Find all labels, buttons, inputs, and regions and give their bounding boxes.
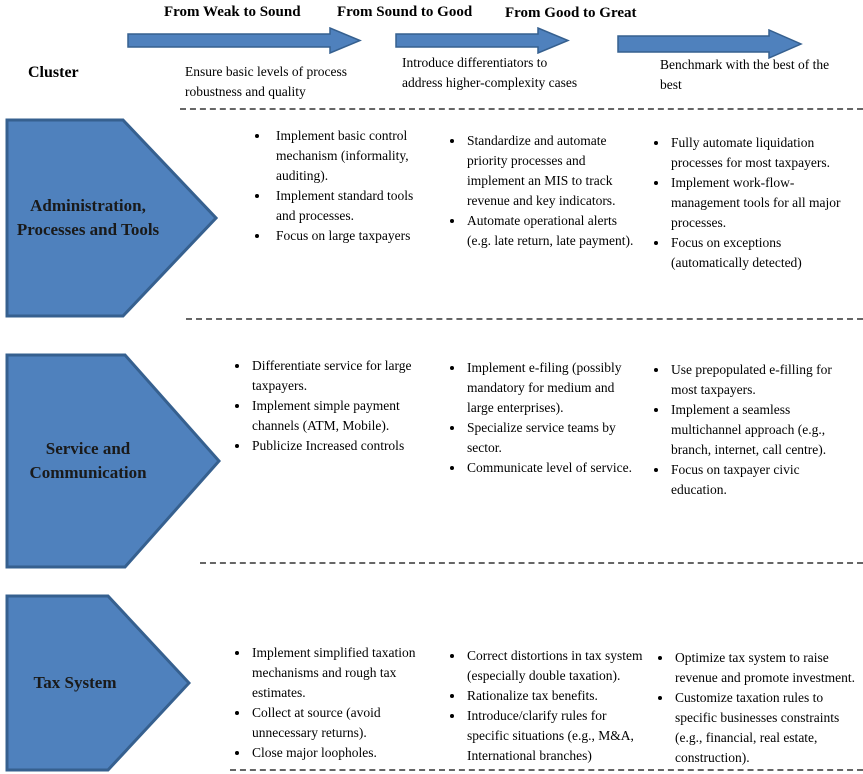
bullet-item: Communicate level of service. [465, 458, 634, 478]
phase-title-sound-to-good: From Sound to Good [337, 4, 473, 20]
bullet-list-admin-sound: Standardize and automate priority proces… [452, 131, 644, 251]
bullet-item: Differentiate service for large taxpayer… [250, 356, 419, 396]
bullet-list-admin-weak: Implement basic control mechanism (infor… [248, 126, 436, 246]
bullet-list-tax-weak: Implement simplified taxation mechanisms… [237, 643, 425, 763]
phase-description-good-to-great: Benchmark with the best of the best [660, 57, 830, 92]
right-arrow-icon [617, 29, 803, 59]
phase-description-sound-to-good: Introduce differentiators to address hig… [402, 55, 578, 90]
bullet-list-admin-good: Fully automate liquidation processes for… [656, 133, 854, 273]
right-arrow-icon [127, 27, 362, 54]
separator-line [186, 318, 863, 320]
cluster-arrow-administration: Administration, Processes and Tools [5, 118, 219, 318]
bullet-item: Optimize tax system to raise revenue and… [673, 648, 860, 688]
bullet-item: Focus on taxpayer civic education. [669, 460, 856, 500]
cluster-name: Service and Communication [29, 439, 147, 482]
bullet-item: Correct distortions in tax system (espec… [465, 646, 650, 686]
bullet-item: Implement basic control mechanism (infor… [270, 126, 436, 186]
separator-line [230, 769, 863, 771]
bullet-item: Implement standard tools and processes. [270, 186, 436, 226]
bullet-item: Fully automate liquidation processes for… [669, 133, 854, 173]
cluster-column-heading: Cluster [28, 64, 79, 81]
cluster-arrow-tax-system: Tax System [5, 594, 192, 772]
bullet-item: Implement work-flow-management tools for… [669, 173, 854, 233]
bullet-item: Implement simplified taxation mechanisms… [250, 643, 425, 703]
bullet-list-service-sound: Implement e-filing (possibly mandatory f… [452, 358, 634, 478]
right-arrow-icon [395, 27, 570, 54]
bullet-item: Introduce/clarify rules for specific sit… [465, 706, 650, 766]
bullet-item: Standardize and automate priority proces… [465, 131, 644, 211]
bullet-item: Focus on large taxpayers [270, 226, 436, 246]
bullet-item: Implement e-filing (possibly mandatory f… [465, 358, 634, 418]
bullet-list-tax-sound: Correct distortions in tax system (espec… [452, 646, 650, 766]
bullet-item: Publicize Increased controls [250, 436, 419, 456]
cluster-name: Tax System [33, 673, 117, 692]
phase-title-good-to-great: From Good to Great [505, 5, 637, 21]
bullet-item: Implement simple payment channels (ATM, … [250, 396, 419, 436]
bullet-list-service-weak: Differentiate service for large taxpayer… [237, 356, 419, 456]
bullet-item: Focus on exceptions (automatically detec… [669, 233, 854, 273]
phase-title-weak-to-sound: From Weak to Sound [164, 4, 301, 20]
bullet-item: Collect at source (avoid unnecessary ret… [250, 703, 425, 743]
separator-line [200, 562, 863, 564]
bullet-item: Rationalize tax benefits. [465, 686, 650, 706]
bullet-item: Automate operational alerts (e.g. late r… [465, 211, 644, 251]
bullet-item: Close major loopholes. [250, 743, 425, 763]
bullet-item: Use prepopulated e-filling for most taxp… [669, 360, 856, 400]
cluster-name: Administration, Processes and Tools [16, 196, 160, 239]
phase-description-weak-to-sound: Ensure basic levels of process robustnes… [185, 64, 347, 99]
bullet-list-tax-good: Optimize tax system to raise revenue and… [660, 648, 860, 768]
cluster-arrow-service: Service and Communication [5, 353, 222, 569]
bullet-item: Implement a seamless multichannel approa… [669, 400, 856, 460]
separator-line [180, 108, 863, 110]
bullet-list-service-good: Use prepopulated e-filling for most taxp… [656, 360, 856, 500]
bullet-item: Specialize service teams by sector. [465, 418, 634, 458]
bullet-item: Customize taxation rules to specific bus… [673, 688, 860, 768]
